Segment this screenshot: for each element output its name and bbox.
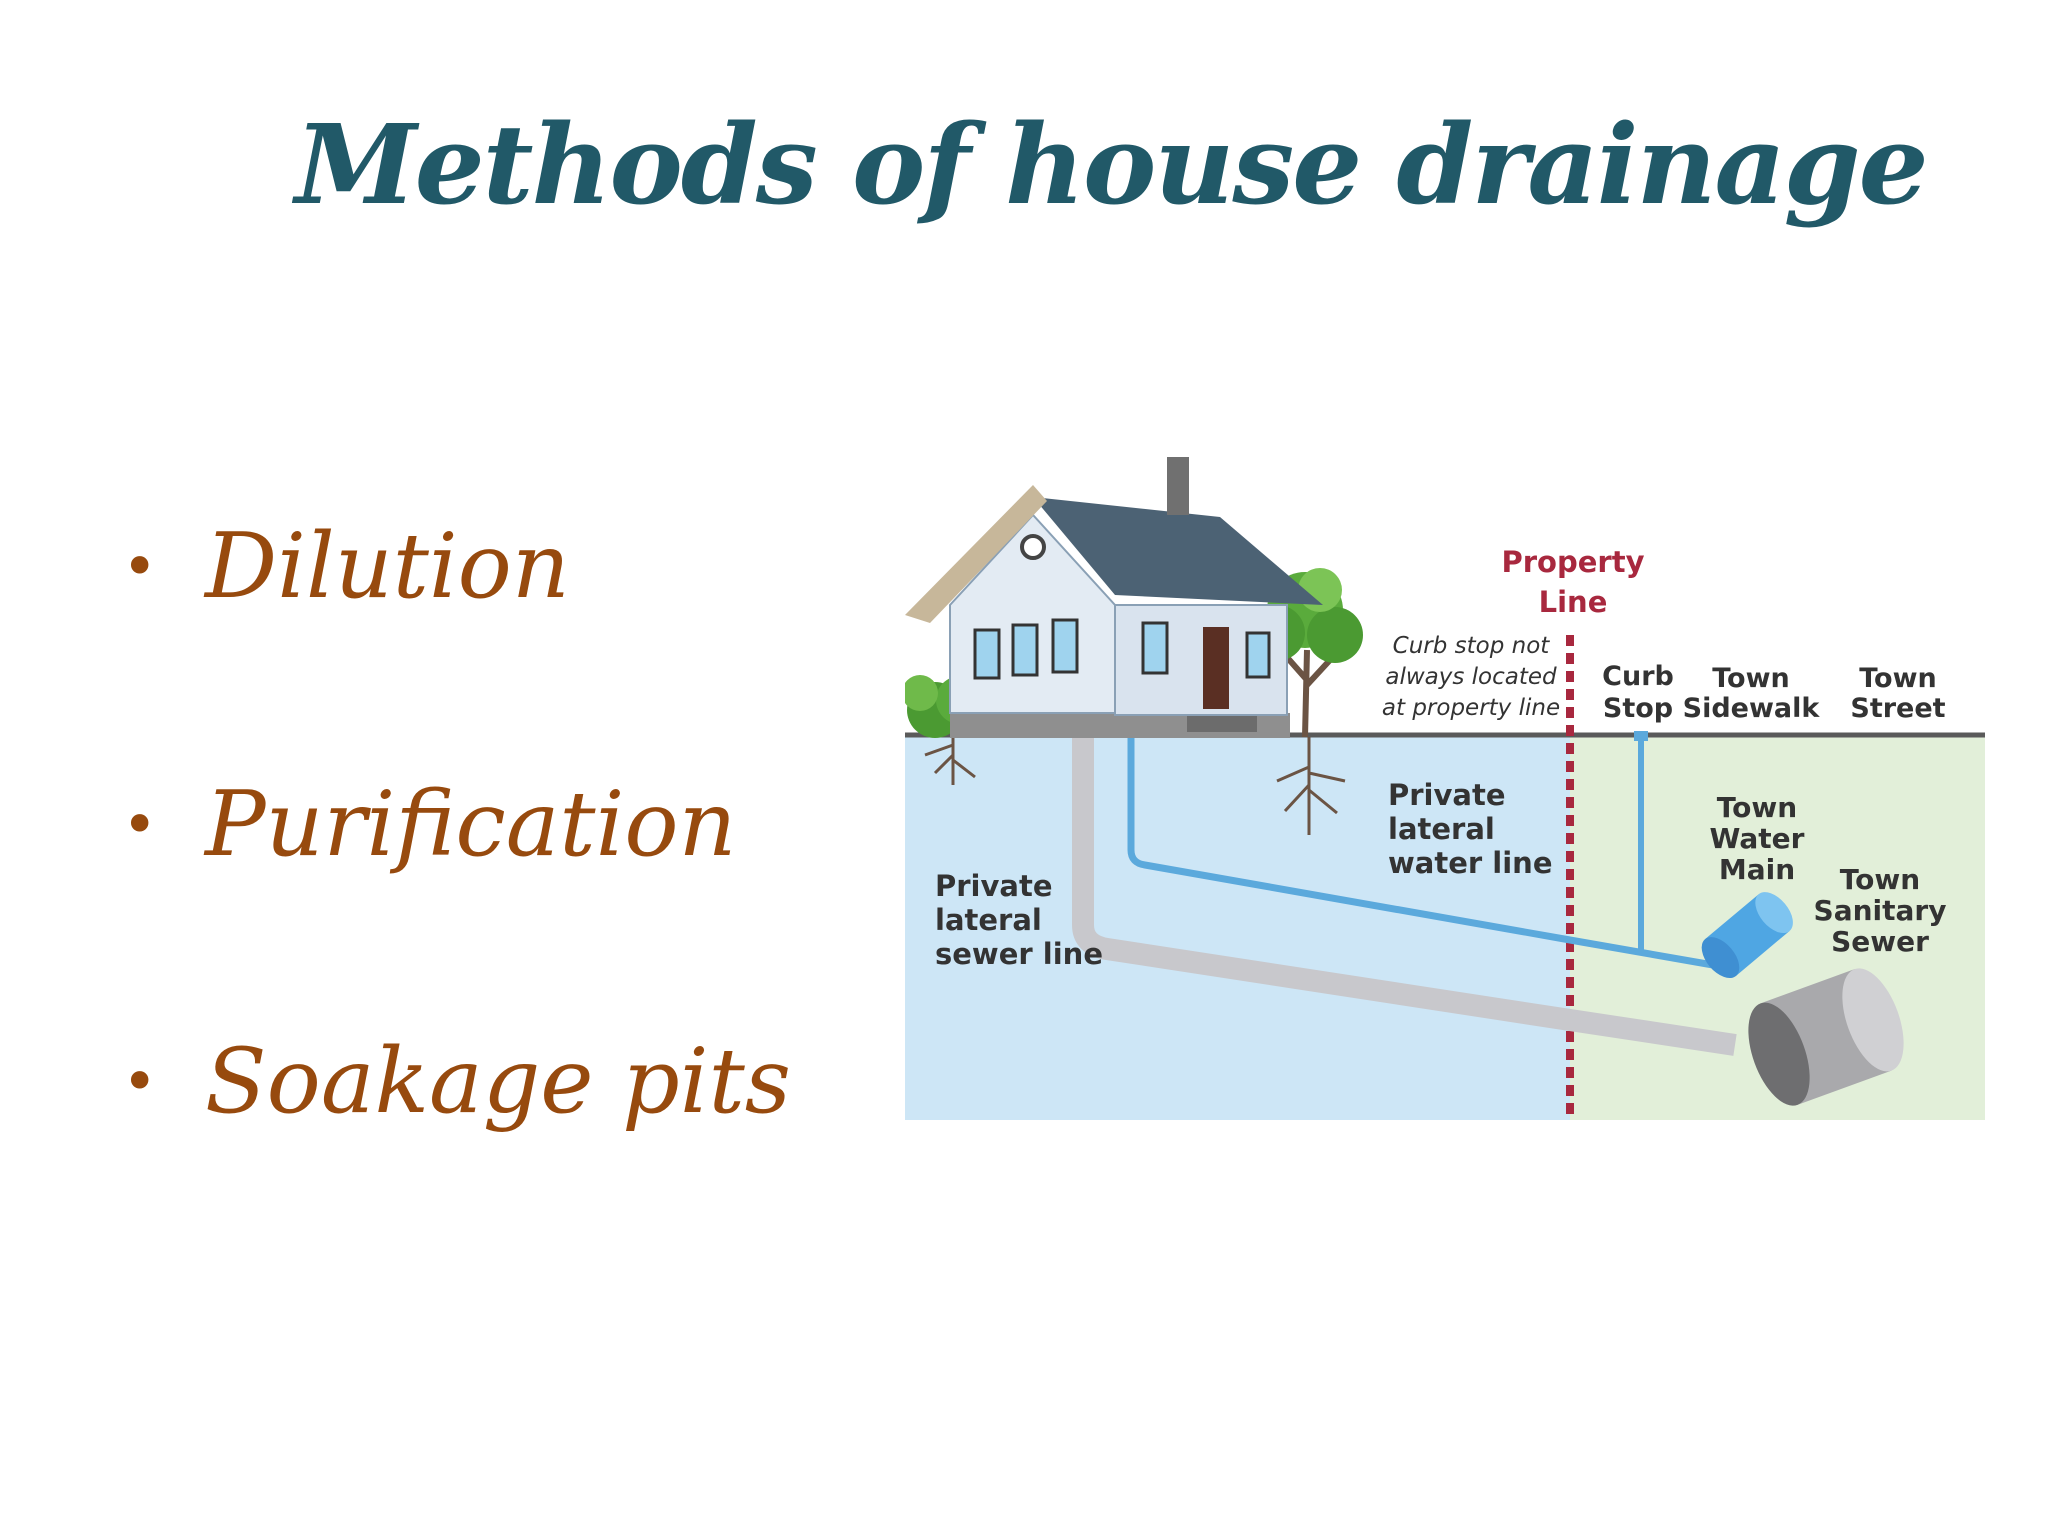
label-private-water-line: Private lateral water line <box>1388 778 1552 880</box>
label-town-sanitary-sewer-line2: Sanitary <box>1814 894 1947 927</box>
house-window <box>1051 618 1079 674</box>
label-private-sewer-line-line3: sewer line <box>935 937 1103 971</box>
sanitary-sewer-far-end <box>1842 968 1904 1072</box>
left-tree-roots <box>924 737 976 785</box>
right-tree-foliage <box>1307 607 1363 663</box>
private-sewer-pipe <box>1072 737 1737 1056</box>
label-town-water-main-line3: Main <box>1719 853 1795 886</box>
sanitary-sewer-near-end <box>1748 1002 1810 1106</box>
label-town-street: Town Street <box>1850 663 1945 724</box>
curb-stop-cap <box>1634 731 1648 741</box>
right-tree-roots <box>1276 737 1346 835</box>
bullet-text: Purification <box>205 772 737 877</box>
house-roof-eave <box>905 485 1047 623</box>
house-illustration <box>905 457 1323 738</box>
bullet-item-dilution: • Dilution <box>122 512 570 622</box>
private-water-pipe <box>1127 737 1714 969</box>
label-town-street-line1: Town <box>1859 663 1937 694</box>
tree-roots <box>924 737 1346 835</box>
label-town-street-line2: Street <box>1850 693 1945 724</box>
label-private-water-line-line1: Private <box>1388 778 1506 812</box>
house-roof <box>1033 497 1323 605</box>
left-bush-foliage <box>905 675 938 711</box>
house-window <box>1011 623 1039 677</box>
bullet-marker: • <box>122 532 158 602</box>
label-curb-stop-note-line2: always located <box>1385 664 1557 690</box>
bullet-marker: • <box>122 1047 158 1117</box>
label-town-water-main: Town Water Main <box>1710 791 1805 886</box>
label-town-sidewalk-line1: Town <box>1712 663 1790 694</box>
town-water-main <box>1701 892 1793 979</box>
town-sanitary-sewer <box>1748 968 1904 1106</box>
label-property-line-line2: Line <box>1539 585 1608 619</box>
label-town-sanitary-sewer: Town Sanitary Sewer <box>1814 863 1947 958</box>
house-drainage-diagram: Property Line Curb stop not always locat… <box>905 457 1985 1120</box>
house-window <box>1141 621 1169 675</box>
house-window <box>973 628 1001 680</box>
label-private-sewer-line: Private lateral sewer line <box>935 869 1103 971</box>
label-private-sewer-line-line2: lateral <box>935 903 1042 937</box>
slide-title: Methods of house drainage <box>295 100 1929 229</box>
house-window <box>1245 631 1271 679</box>
label-town-sanitary-sewer-line1: Town <box>1840 863 1920 896</box>
right-tree-trunk <box>1282 649 1333 738</box>
label-private-water-line-line3: water line <box>1388 846 1552 880</box>
private-zone <box>905 735 1570 1120</box>
label-curb-stop-line2: Stop <box>1603 693 1673 724</box>
bullet-marker: • <box>122 790 158 860</box>
bullet-text: Soakage pits <box>205 1029 791 1134</box>
label-town-sanitary-sewer-line3: Sewer <box>1831 925 1929 958</box>
label-property-line: Property Line <box>1502 545 1645 619</box>
label-curb-stop-line1: Curb <box>1602 661 1674 692</box>
label-town-water-main-line1: Town <box>1717 791 1797 824</box>
water-main-near-end <box>1701 937 1740 979</box>
label-curb-stop-note-line1: Curb stop not <box>1393 633 1551 659</box>
label-town-sidewalk-line2: Sidewalk <box>1683 693 1821 724</box>
label-private-sewer-line-line1: Private <box>935 869 1053 903</box>
bullet-text: Dilution <box>205 514 570 619</box>
label-curb-stop: Curb Stop <box>1602 661 1674 724</box>
label-curb-stop-note: Curb stop not always located at property… <box>1382 633 1560 721</box>
label-private-water-line-line2: lateral <box>1388 812 1495 846</box>
water-main-far-end <box>1755 892 1793 934</box>
house-attic-window <box>1020 534 1046 560</box>
house-chimney <box>1167 457 1189 515</box>
bullet-item-purification: • Purification <box>122 770 737 880</box>
bullet-item-soakage-pits: • Soakage pits <box>122 1027 791 1137</box>
label-town-sidewalk: Town Sidewalk <box>1683 663 1821 724</box>
label-property-line-line1: Property <box>1502 545 1645 579</box>
label-town-water-main-line2: Water <box>1710 822 1805 855</box>
house-door <box>1203 627 1229 709</box>
label-curb-stop-note-line3: at property line <box>1382 695 1560 721</box>
